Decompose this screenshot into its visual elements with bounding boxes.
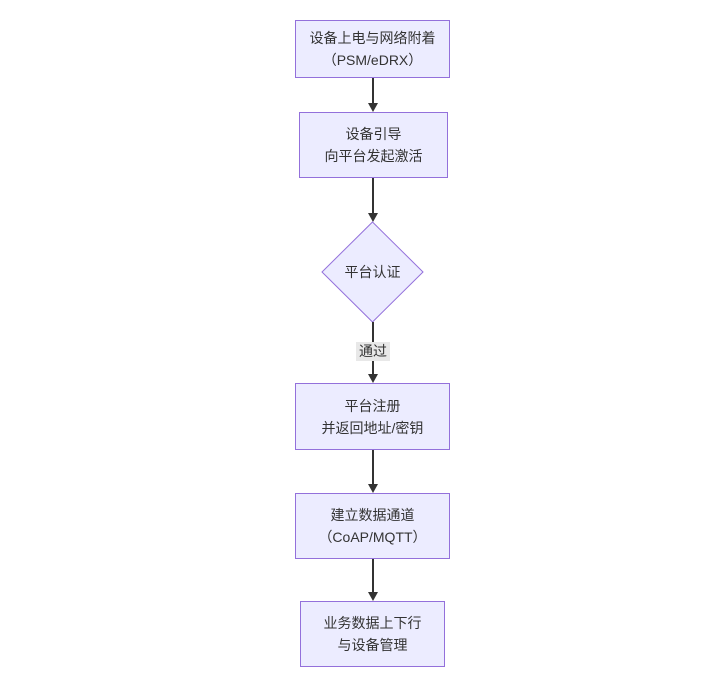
edge-label-pass: 通过 xyxy=(356,342,390,361)
node-power-attach: 设备上电与网络附着 （PSM/eDRX） xyxy=(295,20,450,78)
diamond-shape-icon xyxy=(321,221,424,323)
node-text-line: （CoAP/MQTT） xyxy=(318,529,427,545)
edge-bootstrap-to-auth xyxy=(372,178,374,213)
node-text-line: 平台注册 xyxy=(344,397,401,414)
edge-register-to-channel xyxy=(372,450,374,484)
node-text-line: （PSM/eDRX） xyxy=(322,52,423,68)
node-text-line: 设备引导 xyxy=(345,126,402,142)
node-platform-register: 平台注册 并返回地址/密钥 xyxy=(295,383,450,450)
node-text-line: 并返回地址/密钥 xyxy=(321,419,424,436)
node-business-data: 业务数据上下行 与设备管理 xyxy=(300,601,445,667)
node-text-line: 业务数据上下行 xyxy=(323,615,422,631)
edge-power-to-bootstrap xyxy=(372,78,374,103)
arrowhead-icon xyxy=(368,484,378,493)
node-text-line: 向平台发起激活 xyxy=(324,148,423,164)
node-platform-auth: 平台认证 xyxy=(321,221,424,323)
arrowhead-icon xyxy=(368,592,378,601)
node-text-line: 与设备管理 xyxy=(337,637,408,653)
edge-channel-to-business xyxy=(372,559,374,592)
arrowhead-icon xyxy=(368,103,378,112)
arrowhead-icon xyxy=(368,213,378,222)
node-bootstrap-activate: 设备引导 向平台发起激活 xyxy=(299,112,448,178)
arrowhead-icon xyxy=(368,374,378,383)
node-text-line: 建立数据通道 xyxy=(330,507,415,523)
node-text-line: 设备上电与网络附着 xyxy=(309,30,436,46)
node-data-channel: 建立数据通道 （CoAP/MQTT） xyxy=(295,493,450,559)
